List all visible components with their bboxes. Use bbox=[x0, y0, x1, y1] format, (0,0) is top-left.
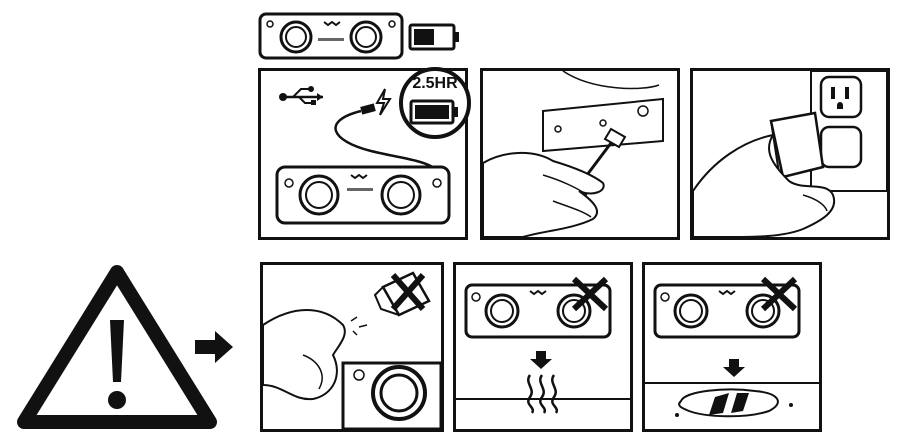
arrow-right-icon bbox=[193, 330, 235, 364]
speaker-low-battery bbox=[258, 12, 468, 60]
x-mark-icon bbox=[760, 276, 798, 312]
panel-wall-outlet bbox=[690, 68, 890, 240]
panel-cleaning bbox=[260, 262, 444, 432]
panel-no-water bbox=[642, 262, 822, 432]
panel-plug-in bbox=[480, 68, 680, 240]
battery-full-icon bbox=[409, 99, 461, 125]
battery-low-icon bbox=[408, 23, 462, 51]
charge-time-badge: 2.5HR bbox=[397, 65, 473, 141]
charge-duration-label: 2.5HR bbox=[412, 75, 458, 92]
warning-triangle-icon bbox=[14, 262, 220, 432]
heat-waves-icon bbox=[527, 374, 559, 414]
x-mark-icon bbox=[571, 276, 609, 312]
panel-no-heat bbox=[453, 262, 633, 432]
x-mark-icon bbox=[390, 273, 426, 311]
lightning-icon bbox=[375, 88, 392, 116]
panel-charge-cable: 2.5HR bbox=[258, 67, 471, 240]
water-puddle-icon bbox=[675, 388, 793, 418]
usb-icon bbox=[279, 86, 323, 105]
